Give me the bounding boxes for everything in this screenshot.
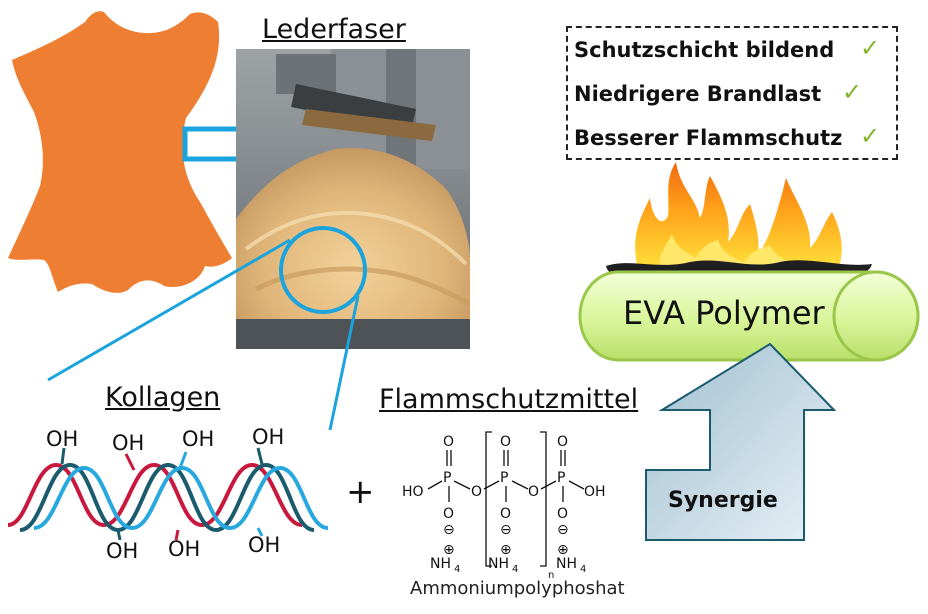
svg-text:O: O (500, 506, 511, 522)
svg-text:4: 4 (454, 564, 460, 575)
check-icon: ✓ (842, 78, 863, 106)
collagen-strand-red (7, 462, 303, 528)
svg-text:O: O (557, 506, 568, 522)
oh-label: OH (168, 537, 200, 561)
svg-text:OH: OH (584, 484, 606, 500)
benefits-box: Schutzschicht bildend ✓ Niedrigere Brand… (566, 26, 898, 160)
collagen-title: Kollagen (105, 382, 221, 413)
polymer-label: EVA Polymer (623, 294, 825, 332)
svg-text:⊖: ⊖ (500, 522, 512, 538)
svg-text:4: 4 (580, 564, 586, 575)
svg-text:O: O (528, 484, 539, 500)
svg-text:O: O (471, 484, 482, 500)
compound-name: Ammoniumpolyphoshat (410, 578, 625, 599)
svg-text:NH: NH (430, 556, 451, 572)
svg-text:⊕: ⊕ (443, 542, 455, 558)
ammonium-polyphosphate-structure: O P HO O O ⊖ ⊕ NH 4 n O P O O ⊖ ⊕ NH 4 O (402, 431, 606, 581)
svg-text:O: O (500, 434, 511, 450)
svg-text:⊖: ⊖ (443, 522, 455, 538)
svg-text:NH: NH (488, 556, 509, 572)
synergy-label: Synergie (668, 488, 778, 513)
leather-fiber-title: Lederfaser (262, 14, 406, 45)
svg-text:4: 4 (512, 564, 518, 575)
svg-text:HO: HO (402, 484, 424, 500)
oh-label: OH (46, 427, 78, 451)
collagen-strand-blue (33, 465, 329, 531)
synergy-arrow-icon (645, 342, 837, 541)
leather-hide-icon (8, 11, 232, 293)
svg-text:O: O (443, 434, 454, 450)
oh-label: OH (248, 533, 280, 557)
oh-label: OH (106, 539, 138, 563)
benefit-lower-fire-load: Niedrigere Brandlast (574, 82, 822, 106)
oh-label: OH (112, 431, 144, 455)
benefit-better-flame-protection: Besserer Flammschutz (574, 126, 843, 150)
collagen-strand-teal (19, 462, 315, 533)
svg-text:⊖: ⊖ (557, 522, 569, 538)
eva-polymer-cylinder (578, 270, 920, 362)
plus-sign: + (346, 472, 375, 512)
check-icon: ✓ (860, 34, 881, 62)
svg-text:O: O (557, 434, 568, 450)
benefit-protective-layer: Schutzschicht bildend (574, 38, 835, 62)
svg-text:P: P (557, 470, 565, 486)
svg-text:P: P (443, 470, 451, 486)
svg-text:⊕: ⊕ (557, 542, 569, 558)
svg-text:P: P (500, 470, 508, 486)
svg-text:NH: NH (556, 556, 577, 572)
flame-retardant-title: Flammschutzmittel (379, 384, 639, 415)
leather-fiber-photo (236, 49, 470, 349)
svg-text:⊕: ⊕ (500, 542, 512, 558)
oh-label: OH (182, 427, 214, 451)
check-icon: ✓ (860, 122, 881, 150)
svg-text:O: O (443, 506, 454, 522)
oh-label: OH (252, 425, 284, 449)
